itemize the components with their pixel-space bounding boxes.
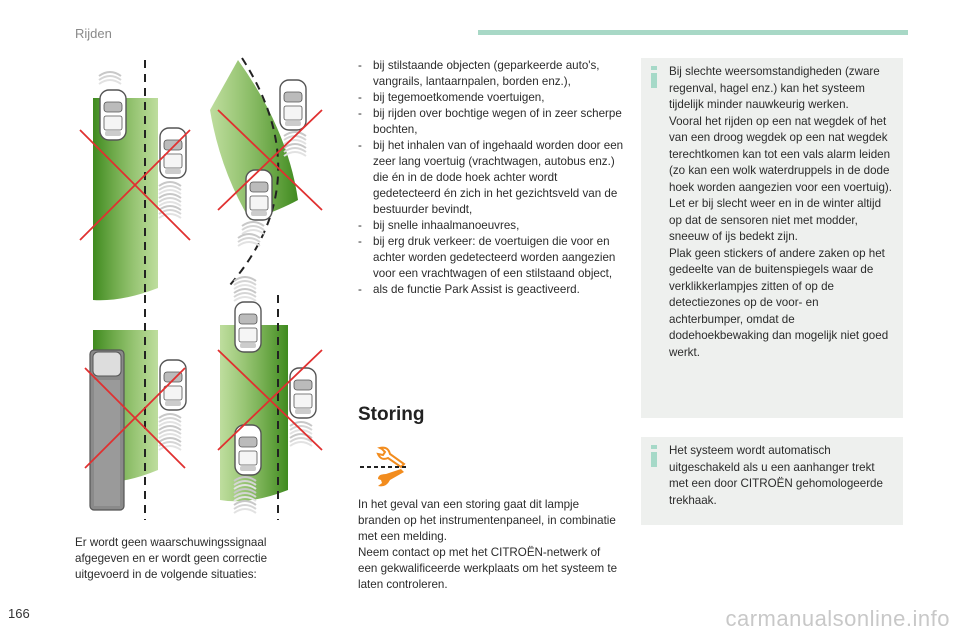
car-icon	[159, 359, 187, 411]
car-icon	[234, 424, 262, 476]
car-trail	[237, 221, 265, 247]
cross-mark	[84, 367, 186, 469]
scene-curve	[210, 57, 323, 286]
list-item: bij rijden over bochtige wegen of in zee…	[358, 106, 626, 138]
list-item: bij snelle inhaalmanoeuvres,	[358, 218, 626, 234]
info-box-weather: Bij slechte weersomstandigheden (zware r…	[641, 58, 903, 418]
cross-mark	[217, 349, 323, 451]
storing-text: In het geval van een storing gaat dit la…	[358, 498, 618, 591]
car-icon	[289, 367, 317, 419]
page-number: 166	[8, 606, 30, 621]
scene-parked-objects	[79, 60, 191, 301]
car-trail	[289, 421, 313, 447]
info-text: Bij slechte weersomstandigheden (zware r…	[669, 65, 893, 359]
list-item: bij tegemoetkomende voertuigen,	[358, 90, 626, 106]
chapter-title: Rijden	[75, 26, 112, 41]
car-trail	[98, 71, 122, 85]
blind-spot-illustration	[79, 57, 323, 520]
info-icon	[651, 66, 657, 88]
scene-heavy-traffic	[217, 276, 323, 520]
situations-list: bij stilstaande objecten (geparkeerde au…	[358, 58, 626, 298]
car-icon	[99, 89, 127, 141]
cross-mark	[217, 109, 323, 211]
list-item: bij erg druk verkeer: de voertuigen die …	[358, 234, 626, 282]
truck-icon	[89, 349, 125, 511]
cross-mark	[79, 129, 191, 241]
info-text: Het systeem wordt automatisch uitgeschak…	[669, 444, 883, 507]
section-title-storing: Storing	[358, 404, 425, 425]
header-accent-bar	[478, 30, 908, 35]
wrench-icon	[360, 446, 408, 487]
scene-truck	[84, 295, 187, 520]
list-item: als de functie Park Assist is geactiveer…	[358, 282, 626, 298]
car-icon	[279, 79, 307, 131]
car-icon	[159, 127, 187, 179]
watermark: carmanualsonline.info	[725, 606, 950, 631]
car-trail	[233, 276, 257, 302]
car-icon	[234, 301, 262, 353]
car-icon	[245, 169, 273, 221]
list-item: bij stilstaande objecten (geparkeerde au…	[358, 58, 626, 90]
intro-text: Er wordt geen waarschuwingssignaal afgeg…	[75, 536, 268, 581]
info-icon	[651, 445, 657, 467]
list-item: bij het inhalen van of ingehaald worden …	[358, 138, 626, 218]
info-box-trailer: Het systeem wordt automatisch uitgeschak…	[641, 437, 903, 525]
